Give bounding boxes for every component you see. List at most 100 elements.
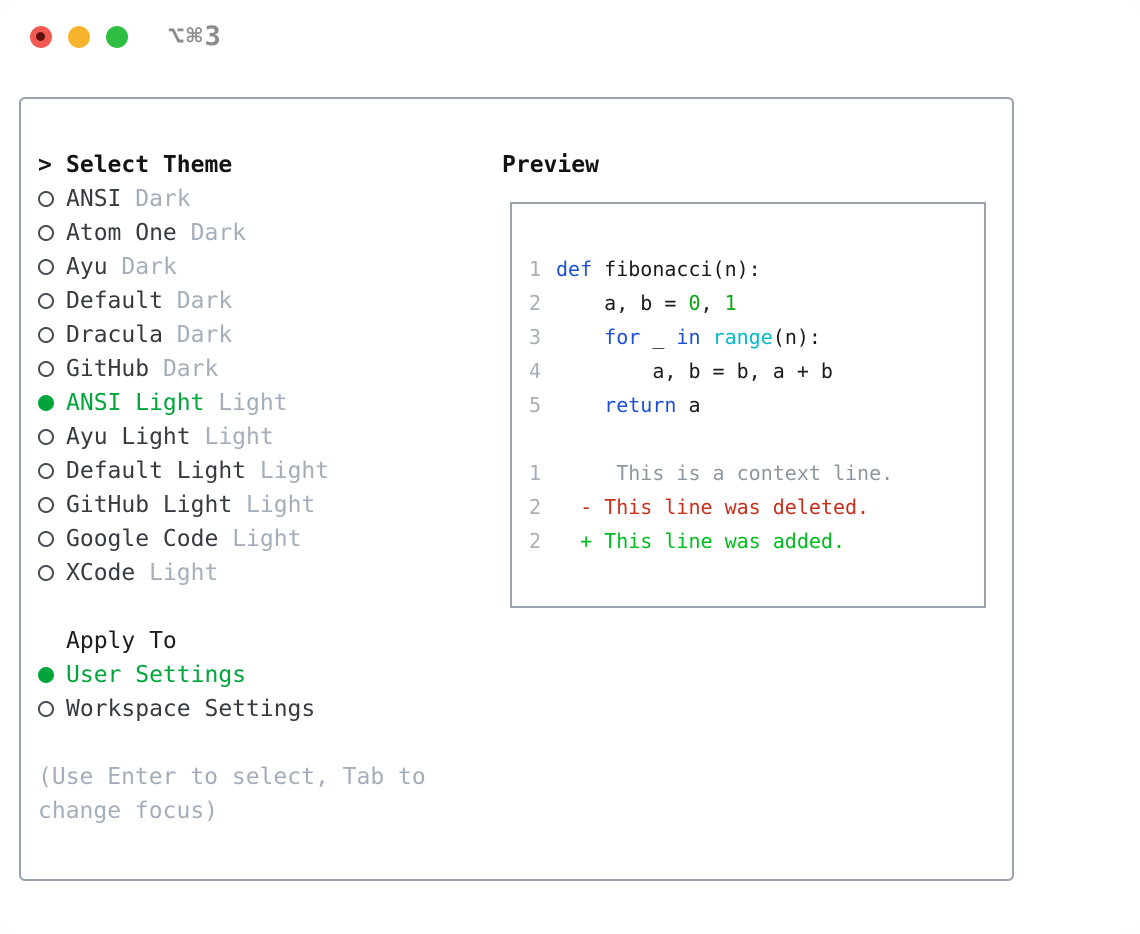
preview-code-line: 2 a, b = 0, 1 <box>528 286 984 320</box>
line-number: 4 <box>528 359 541 383</box>
apply-to-header: Apply To <box>38 624 426 658</box>
apply-option-label: Workspace Settings <box>66 696 316 722</box>
theme-variant-tag: Dark <box>176 322 233 348</box>
preview-code-line: 2 + This line was added. <box>528 524 984 558</box>
theme-variant-tag: Light <box>218 390 288 416</box>
theme-name: Dracula <box>66 322 163 348</box>
theme-variant-tag: Dark <box>190 220 247 246</box>
code-token-plain: fibonacci(n): <box>592 257 761 281</box>
preview-code-line: 5 return a <box>528 388 984 422</box>
theme-option[interactable]: GitHub Light Light <box>38 488 426 522</box>
code-token-del: - This line was deleted. <box>556 495 870 519</box>
theme-option[interactable]: Google Code Light <box>38 522 426 556</box>
code-token-plain: a, b = b, a + b <box>556 359 833 383</box>
theme-variant-tag: Dark <box>121 254 177 280</box>
theme-name: GitHub Light <box>66 492 233 518</box>
theme-variant-tag: Light <box>246 492 316 518</box>
code-token-plain: a <box>676 393 701 417</box>
code-token-num: 1 <box>724 291 737 315</box>
radio-icon <box>38 463 54 479</box>
preview-code-line: 1 This is a context line. <box>528 456 984 490</box>
theme-option[interactable]: Default Light Light <box>38 454 426 488</box>
theme-option[interactable]: GitHub Dark <box>38 352 426 386</box>
line-number: 2 <box>528 291 541 315</box>
theme-variant-tag: Light <box>232 526 302 552</box>
window-title: ⌥⌘3 <box>168 21 223 52</box>
radio-icon <box>38 327 54 343</box>
focus-caret-icon: > <box>38 152 52 178</box>
theme-name: Ayu Light <box>66 424 191 450</box>
code-token-num: 0 <box>688 291 701 315</box>
theme-option[interactable]: Default Dark <box>38 284 426 318</box>
radio-icon <box>38 429 54 445</box>
code-token-plain <box>556 320 604 354</box>
theme-option[interactable]: Atom One Dark <box>38 216 426 250</box>
radio-icon <box>38 225 54 241</box>
code-token-ctx: This is a context line. <box>556 461 894 485</box>
theme-option[interactable]: ANSI Light Light <box>38 386 426 420</box>
zoom-button[interactable] <box>106 26 128 48</box>
window-titlebar: ⌥⌘3 <box>0 0 1140 76</box>
preview-code-line: 4 a, b = b, a + b <box>528 354 984 388</box>
preview-code-line: 2 - This line was deleted. <box>528 490 984 524</box>
select-theme-header: > Select Theme <box>38 148 426 182</box>
theme-variant-tag: Dark <box>135 186 191 212</box>
line-number: 2 <box>528 495 541 519</box>
theme-option[interactable]: Ayu Light Light <box>38 420 426 454</box>
theme-option[interactable]: ANSI Dark <box>38 182 426 216</box>
radio-selected-icon <box>38 667 54 683</box>
apply-to-label: Apply To <box>66 628 177 654</box>
apply-to-option[interactable]: Workspace Settings <box>38 692 426 726</box>
preview-header: Preview <box>502 148 599 182</box>
theme-option[interactable]: Dracula Dark <box>38 318 426 352</box>
preview-code-line: 1 def fibonacci(n): <box>528 252 984 286</box>
code-token-kw: return <box>604 393 677 417</box>
keyboard-hint-line: (Use Enter to select, Tab to <box>38 764 426 790</box>
preview-code-line: 3 for _ in range(n): <box>528 320 984 354</box>
code-token-plain: _ <box>640 325 677 349</box>
code-token-kw: def <box>556 257 593 281</box>
theme-option[interactable]: XCode Light <box>38 556 426 590</box>
theme-name: Ayu <box>66 254 108 280</box>
apply-to-option[interactable]: User Settings <box>38 658 426 692</box>
minimize-button[interactable] <box>68 26 90 48</box>
code-token-plain: , <box>700 291 725 315</box>
radio-selected-icon <box>38 395 54 411</box>
code-token-plain: (n): <box>772 325 821 349</box>
theme-name: Default <box>66 288 163 314</box>
theme-name: Atom One <box>66 220 177 246</box>
theme-variant-tag: Dark <box>162 356 219 382</box>
code-token-plain: a, b = <box>556 291 689 315</box>
radio-icon <box>38 531 54 547</box>
line-number: 1 <box>528 257 541 281</box>
code-token-plain <box>556 388 604 422</box>
code-token-fn: range <box>712 325 773 349</box>
code-token-plain <box>701 320 713 354</box>
theme-name: XCode <box>66 560 136 586</box>
select-theme-label: Select Theme <box>66 152 233 178</box>
line-number: 1 <box>528 461 541 485</box>
theme-name: ANSI Light <box>66 390 205 416</box>
radio-icon <box>38 293 54 309</box>
theme-name: GitHub <box>66 356 150 382</box>
radio-icon <box>38 565 54 581</box>
close-button[interactable] <box>30 26 52 48</box>
theme-name: Default Light <box>66 458 247 484</box>
theme-name: ANSI <box>66 186 122 212</box>
theme-name: Google Code <box>66 526 219 552</box>
line-number: 5 <box>528 393 541 417</box>
code-token-kw: for <box>604 325 641 349</box>
radio-icon <box>38 497 54 513</box>
radio-icon <box>38 701 54 717</box>
radio-icon <box>38 191 54 207</box>
radio-icon <box>38 259 54 275</box>
theme-variant-tag: Light <box>204 424 274 450</box>
theme-option[interactable]: Ayu Dark <box>38 250 426 284</box>
preview-blank-line <box>528 422 984 456</box>
apply-option-label: User Settings <box>66 662 247 688</box>
code-token-add: + This line was added. <box>556 529 845 553</box>
